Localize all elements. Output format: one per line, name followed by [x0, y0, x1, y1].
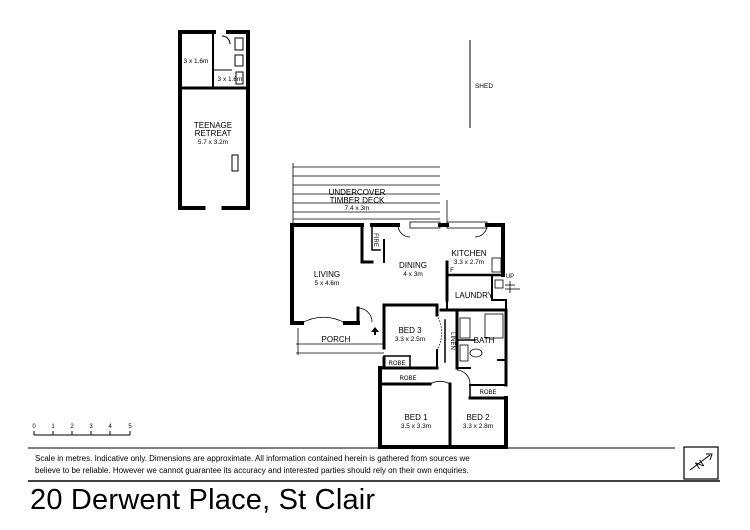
scale-bar — [33, 431, 131, 436]
timber-deck — [292, 163, 448, 224]
north-label: N — [693, 458, 706, 472]
bath-fixtures — [459, 313, 504, 362]
dining-label: DINING — [399, 261, 427, 270]
scale-tick-0: 0 — [32, 424, 36, 430]
porch — [296, 327, 384, 355]
living-dim: 5 x 4.6m — [315, 280, 340, 287]
scale-tick-3: 3 — [89, 424, 93, 430]
windows — [409, 221, 488, 229]
bed1-dim: 3.5 x 3.3m — [401, 423, 431, 430]
kitchen-label: KITCHEN — [451, 249, 486, 258]
bed2-label: BED 2 — [466, 413, 490, 422]
ensuite-dim: 3 x 1.6m — [218, 76, 243, 83]
laundry-label: LAUNDRY — [455, 291, 494, 300]
robe-bed1-label: ROBE — [399, 376, 416, 382]
fridge-label: F — [450, 268, 454, 274]
deck-label-2: TIMBER DECK — [330, 196, 385, 205]
disclaimer-line-1: Scale in metres. Indicative only. Dimens… — [35, 454, 470, 463]
bath-label: BATH — [474, 336, 495, 345]
deck-dim: 7.4 x 3m — [345, 205, 370, 212]
teenage-retreat-dim: 5.7 x 3.2m — [198, 139, 228, 146]
scale-tick-1: 1 — [51, 424, 55, 430]
teenage-retreat-building — [178, 30, 250, 211]
disclaimer-line-2: believe to be reliable. However we canno… — [35, 466, 469, 475]
deck-label: UNDERCOVER — [329, 188, 386, 197]
robe-bed2-label: ROBE — [479, 390, 496, 396]
scale-tick-4: 4 — [108, 424, 112, 430]
porch-label: PORCH — [322, 335, 351, 344]
fire-label: FIRE — [372, 233, 378, 247]
bed1-label: BED 1 — [404, 413, 428, 422]
teenage-retreat-label: TEENAGE — [194, 121, 232, 130]
bed3-dim: 3.3 x 2.5m — [395, 336, 425, 343]
shed-label: SHED — [475, 83, 493, 90]
kitchen-fixtures — [491, 257, 520, 293]
scale-tick-5: 5 — [128, 424, 132, 430]
property-address: 20 Derwent Place, St Clair — [30, 484, 376, 516]
kitchen-dim: 3.3 x 2.7m — [454, 259, 484, 266]
teenage-retreat-label-2: RETREAT — [195, 129, 232, 138]
dining-dim: 4 x 3m — [403, 271, 423, 278]
bed2-dim: 3.3 x 2.8m — [463, 423, 493, 430]
up-label: UP — [506, 274, 514, 280]
living-label: LIVING — [314, 270, 340, 279]
linen-label: LINEN — [449, 332, 455, 350]
main-house-walls — [290, 223, 508, 449]
disclaimer: Scale in metres. Indicative only. Dimens… — [35, 453, 635, 477]
storage-dim: 3 x 1.6m — [184, 58, 209, 65]
scale-tick-2: 2 — [70, 424, 74, 430]
robe-bed3-label: ROBE — [388, 361, 405, 367]
bed3-label: BED 3 — [398, 326, 422, 335]
north-arrow-icon — [683, 446, 719, 480]
